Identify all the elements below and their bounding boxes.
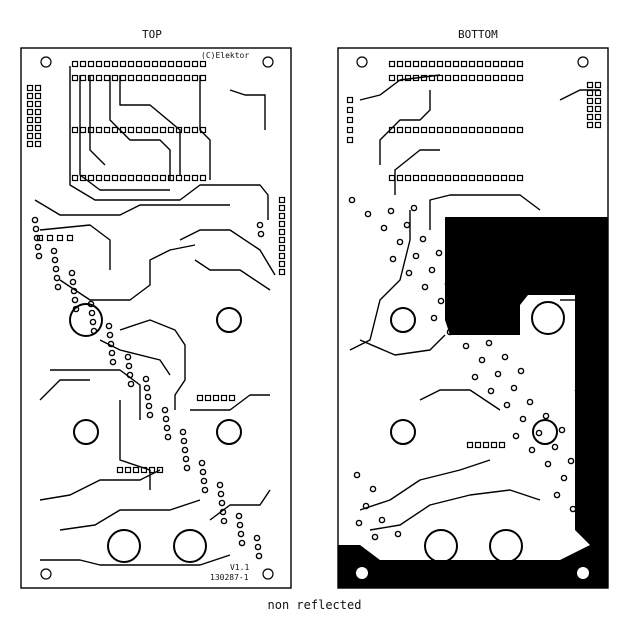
version-label: V1.1: [230, 563, 249, 572]
ground-plane-upper: [445, 217, 608, 545]
top-board: (C)Elektor V1.1 130287-1: [20, 47, 292, 589]
bottom-panel-title: BOTTOM: [458, 28, 498, 41]
part-number-label: 130287-1: [210, 573, 249, 582]
copyright-label: (C)Elektor: [201, 51, 249, 60]
top-panel-title: TOP: [142, 28, 162, 41]
bottom-board: [337, 47, 609, 589]
ground-plane-lower: [338, 545, 608, 588]
top-board-outline: [20, 47, 292, 589]
caption: non reflected: [267, 598, 362, 612]
